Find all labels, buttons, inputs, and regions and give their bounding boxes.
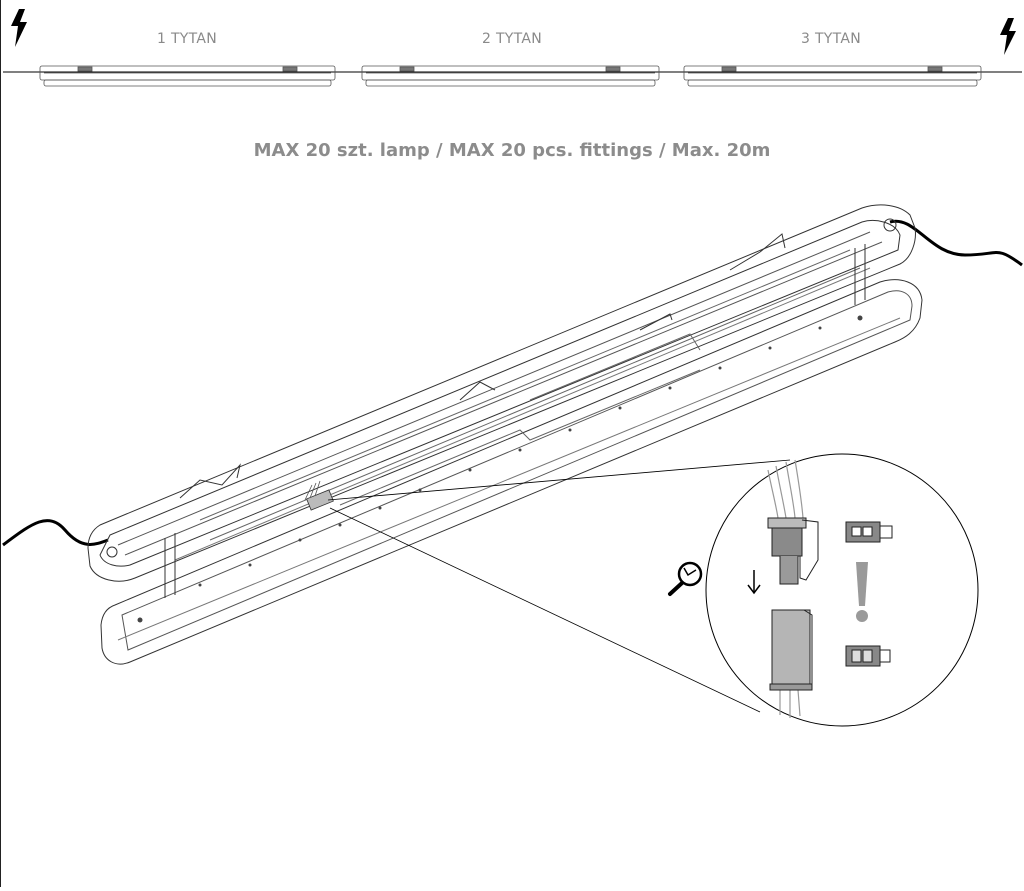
arrow-down-icon xyxy=(747,570,761,595)
power-out-icon xyxy=(1000,18,1016,55)
magnifier-icon xyxy=(668,561,703,596)
terminal-block xyxy=(304,480,334,511)
terminal-open-icon xyxy=(845,521,893,543)
warning-exclamation-icon xyxy=(856,562,868,622)
power-in-icon xyxy=(11,9,27,47)
socket-connector xyxy=(769,609,813,691)
fixture-2 xyxy=(361,65,660,87)
fixture-label-3: 3 TYTAN xyxy=(801,31,862,47)
fixture-label-2: 2 TYTAN xyxy=(482,31,543,47)
callout-line-bottom xyxy=(329,507,761,713)
fixture-1 xyxy=(39,65,336,87)
terminal-closed-icon xyxy=(845,645,891,667)
fixture-open xyxy=(87,204,923,665)
detail-wires xyxy=(767,459,804,718)
plug-connector xyxy=(767,517,819,585)
fixture-3 xyxy=(683,65,982,87)
cable-out xyxy=(889,219,1023,267)
detail-circle xyxy=(705,453,979,727)
cable-in xyxy=(2,519,109,547)
callout-line-top xyxy=(327,459,791,501)
mounting-holes xyxy=(137,315,863,623)
fixture-label-1: 1 TYTAN xyxy=(157,31,218,47)
max-fittings-note: MAX 20 szt. lamp / MAX 20 pcs. fittings … xyxy=(253,140,771,161)
